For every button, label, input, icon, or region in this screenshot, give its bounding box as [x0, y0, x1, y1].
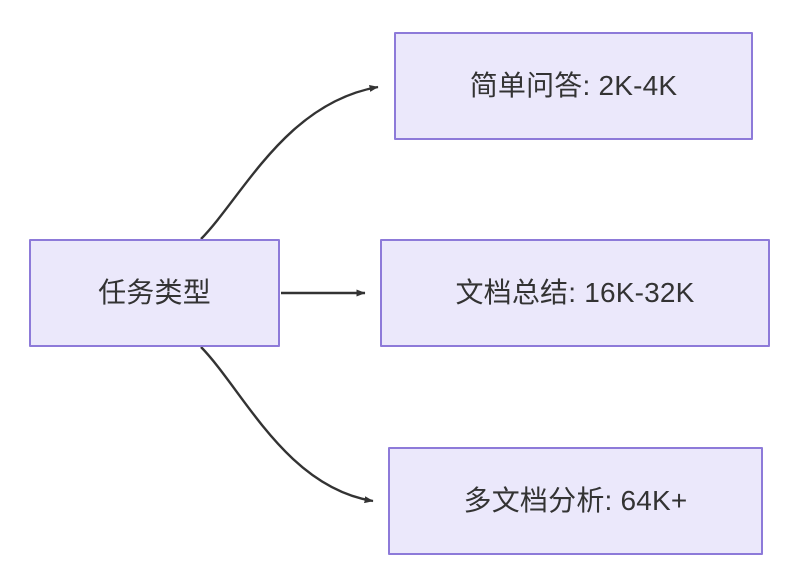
- node-multi-doc[interactable]: 多文档分析: 64K+: [388, 447, 763, 555]
- node-doc-summary-label: 文档总结: 16K-32K: [455, 277, 695, 309]
- node-task-type-label: 任务类型: [98, 277, 211, 309]
- node-simple-qa[interactable]: 简单问答: 2K-4K: [394, 32, 753, 140]
- node-task-type[interactable]: 任务类型: [29, 239, 280, 347]
- node-simple-qa-label: 简单问答: 2K-4K: [469, 70, 678, 102]
- edge-task-type-to-multi-doc: [200, 346, 374, 504]
- node-multi-doc-label: 多文档分析: 64K+: [463, 485, 688, 517]
- edge-task-type-to-simple-qa: [200, 85, 379, 240]
- node-doc-summary[interactable]: 文档总结: 16K-32K: [380, 239, 770, 347]
